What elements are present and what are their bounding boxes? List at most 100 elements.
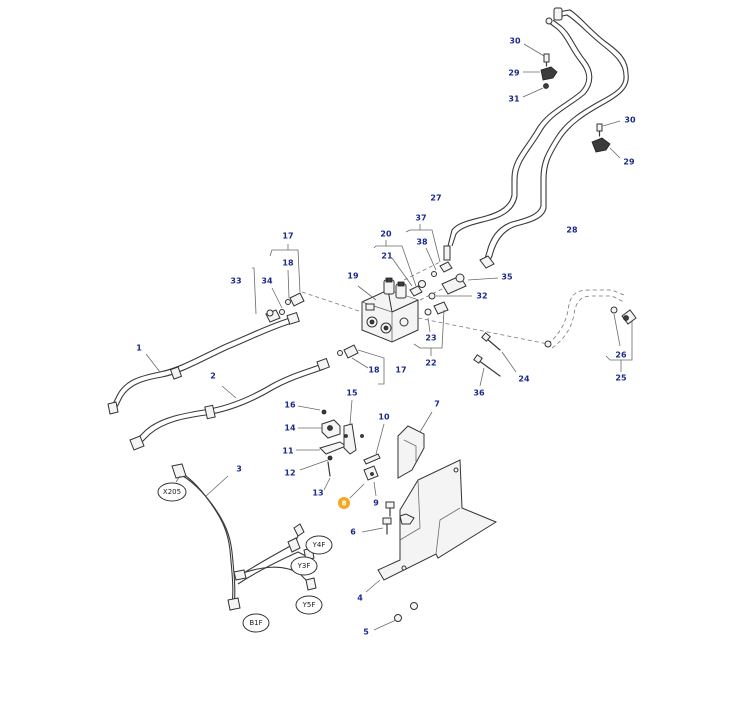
callout-37: 37	[415, 214, 426, 223]
wiring-harness-3	[171, 463, 317, 611]
callout-20: 20	[380, 230, 392, 239]
callout-15: 15	[346, 389, 358, 398]
callout-2: 2	[210, 372, 216, 381]
assembly-centerlines	[301, 261, 549, 345]
callout-21: 21	[381, 252, 393, 261]
connector-b1f-label: B1F	[242, 613, 270, 633]
bolt-9-stud	[385, 501, 395, 517]
clamp-29-top	[523, 66, 558, 81]
bracket-20	[373, 240, 417, 287]
callout-16: 16	[284, 401, 296, 410]
svg-text:X205: X205	[163, 488, 181, 496]
fitting-26	[610, 306, 637, 347]
callout-27: 27	[430, 194, 441, 203]
valve-block-19	[357, 277, 419, 343]
sensor-14	[298, 419, 341, 439]
tube-26-phantom	[544, 289, 627, 349]
bolt-24	[481, 332, 517, 373]
connector-y3f-label: Y3F	[290, 556, 318, 576]
bracket-22	[413, 309, 445, 356]
nut-5	[373, 602, 418, 631]
callout-29-top: 29	[508, 69, 520, 78]
callout-34: 34	[261, 277, 273, 286]
callout-33: 33	[230, 277, 241, 286]
callout-17-bottom: 17	[395, 366, 406, 375]
callout-4: 4	[357, 594, 363, 603]
bracket-17-top	[269, 244, 301, 293]
callout-24: 24	[518, 375, 530, 384]
svg-text:8: 8	[342, 500, 347, 508]
callout-10: 10	[378, 413, 390, 422]
tube-28	[479, 7, 629, 269]
bracket-4	[365, 459, 498, 593]
screw-13	[323, 461, 331, 491]
callout-30-top: 30	[509, 37, 521, 46]
svg-text:Y4F: Y4F	[312, 541, 326, 549]
svg-text:Y5F: Y5F	[302, 601, 316, 609]
bolt-30-right	[596, 120, 621, 137]
callout-22: 22	[425, 359, 436, 368]
callout-31: 31	[508, 95, 520, 104]
callout-17-top: 17	[282, 232, 293, 241]
screw-16	[297, 405, 327, 415]
callout-7: 7	[434, 400, 440, 409]
callout-38: 38	[416, 238, 428, 247]
bracket-15	[343, 399, 357, 455]
fitting-35	[441, 273, 499, 295]
callout-14: 14	[284, 424, 296, 433]
callout-6: 6	[350, 528, 356, 537]
fitting-18-top	[285, 269, 305, 307]
callout-5: 5	[363, 628, 369, 637]
oring-32	[428, 292, 472, 300]
bracket-33	[252, 267, 257, 315]
callout-30-right: 30	[624, 116, 636, 125]
callout-19: 19	[347, 272, 359, 281]
callout-18-bottom: 18	[368, 366, 380, 375]
callout-36: 36	[473, 389, 485, 398]
fitting-38	[425, 245, 453, 277]
bracket-37	[405, 224, 441, 263]
bolt-30-top	[523, 43, 550, 67]
fitting-18-bottom	[337, 344, 369, 369]
hose-1	[107, 312, 300, 415]
connector-y5f-label: Y5F	[295, 595, 323, 615]
callout-9: 9	[373, 499, 379, 508]
bolt-36	[473, 354, 501, 387]
bolt-6	[361, 517, 392, 535]
callout-32: 32	[476, 292, 487, 301]
callout-11: 11	[282, 447, 294, 456]
connector-x205-label: X205	[157, 475, 187, 502]
callout-35: 35	[501, 273, 513, 282]
nut-31	[522, 83, 549, 98]
fitting-23	[424, 301, 449, 333]
stud-10	[344, 423, 385, 465]
callout-29-right: 29	[623, 158, 635, 167]
bracket-25	[605, 318, 633, 372]
connector-y4f-label: Y4F	[305, 535, 333, 555]
callout-13: 13	[312, 489, 323, 498]
svg-text:B1F: B1F	[249, 619, 262, 627]
clip-9	[363, 465, 379, 497]
callout-12: 12	[284, 469, 295, 478]
fitting-33	[265, 309, 281, 323]
callout-25: 25	[615, 374, 627, 383]
hose-2	[129, 357, 331, 451]
plate-11	[296, 441, 348, 455]
callout-1: 1	[136, 344, 142, 353]
callout-18-top: 18	[282, 259, 294, 268]
highlight-marker-8[interactable]: 8	[338, 483, 365, 509]
callout-numbers: 1 2 3 4 5 6 7 9 10 11 12 13 14 15 16 17 …	[136, 37, 636, 637]
bracket-17-bottom	[357, 349, 385, 385]
tube-27	[447, 17, 593, 247]
shield-7	[397, 411, 433, 479]
callout-23: 23	[425, 334, 436, 343]
callout-3: 3	[236, 465, 242, 474]
callout-26: 26	[615, 351, 627, 360]
svg-text:Y3F: Y3F	[297, 562, 311, 570]
callout-28: 28	[566, 226, 578, 235]
screw-12	[299, 455, 333, 471]
clamp-29-right	[591, 137, 621, 159]
fitting-21	[391, 257, 426, 297]
